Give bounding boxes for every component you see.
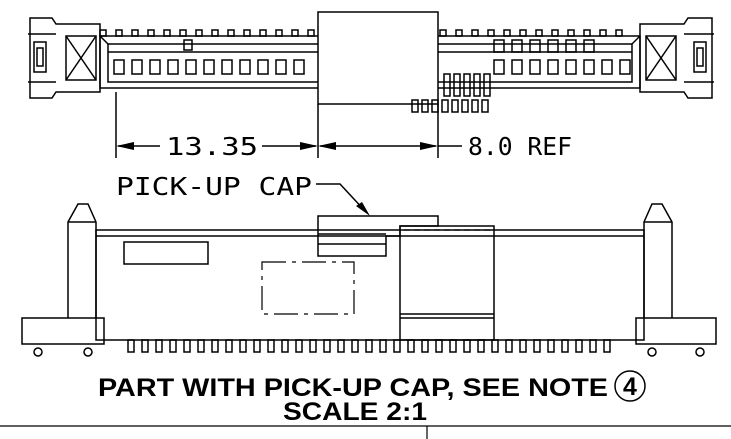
side-view bbox=[21, 203, 717, 357]
right-ear-slot bbox=[693, 41, 707, 73]
caption-line-2: SCALE 2:1 bbox=[283, 398, 427, 426]
hidden-outline bbox=[261, 261, 355, 315]
bottom-pin-row bbox=[127, 339, 611, 353]
left-foot bbox=[21, 317, 105, 345]
cap-tabs-top bbox=[493, 39, 595, 53]
polarization-key bbox=[183, 39, 193, 51]
foot-pins bbox=[33, 347, 705, 357]
upper-pin-row bbox=[99, 29, 623, 37]
dimension-arrows bbox=[116, 142, 438, 150]
dimension-8-0-ref: 8.0 REF bbox=[468, 132, 572, 161]
pickup-cap-top bbox=[317, 11, 439, 105]
top-view bbox=[28, 11, 714, 113]
leader-arrow bbox=[356, 202, 370, 216]
right-ear-top bbox=[639, 17, 713, 99]
left-ear-x-box bbox=[65, 35, 97, 81]
right-ear-x-box bbox=[645, 35, 677, 81]
left-side-post bbox=[67, 203, 97, 318]
dimension-13-35: 13.35 bbox=[166, 132, 258, 161]
contact-cavities bbox=[113, 59, 631, 75]
right-side-post bbox=[643, 203, 673, 318]
caption-line-1: PART WITH PICK-UP CAP, SEE NOTE bbox=[98, 374, 608, 402]
pickup-cap-leader bbox=[316, 183, 367, 213]
body-side bbox=[95, 229, 645, 341]
note-balloon bbox=[614, 370, 646, 402]
side-housing-block bbox=[399, 225, 495, 341]
pickup-cap-label: PICK-UP CAP bbox=[116, 172, 312, 201]
side-window bbox=[123, 241, 209, 265]
terminal-legs-top bbox=[411, 73, 491, 113]
left-ear-top bbox=[29, 17, 101, 99]
right-foot bbox=[635, 317, 717, 345]
note-number: 4 bbox=[623, 373, 637, 401]
left-ear-slot bbox=[33, 41, 47, 73]
